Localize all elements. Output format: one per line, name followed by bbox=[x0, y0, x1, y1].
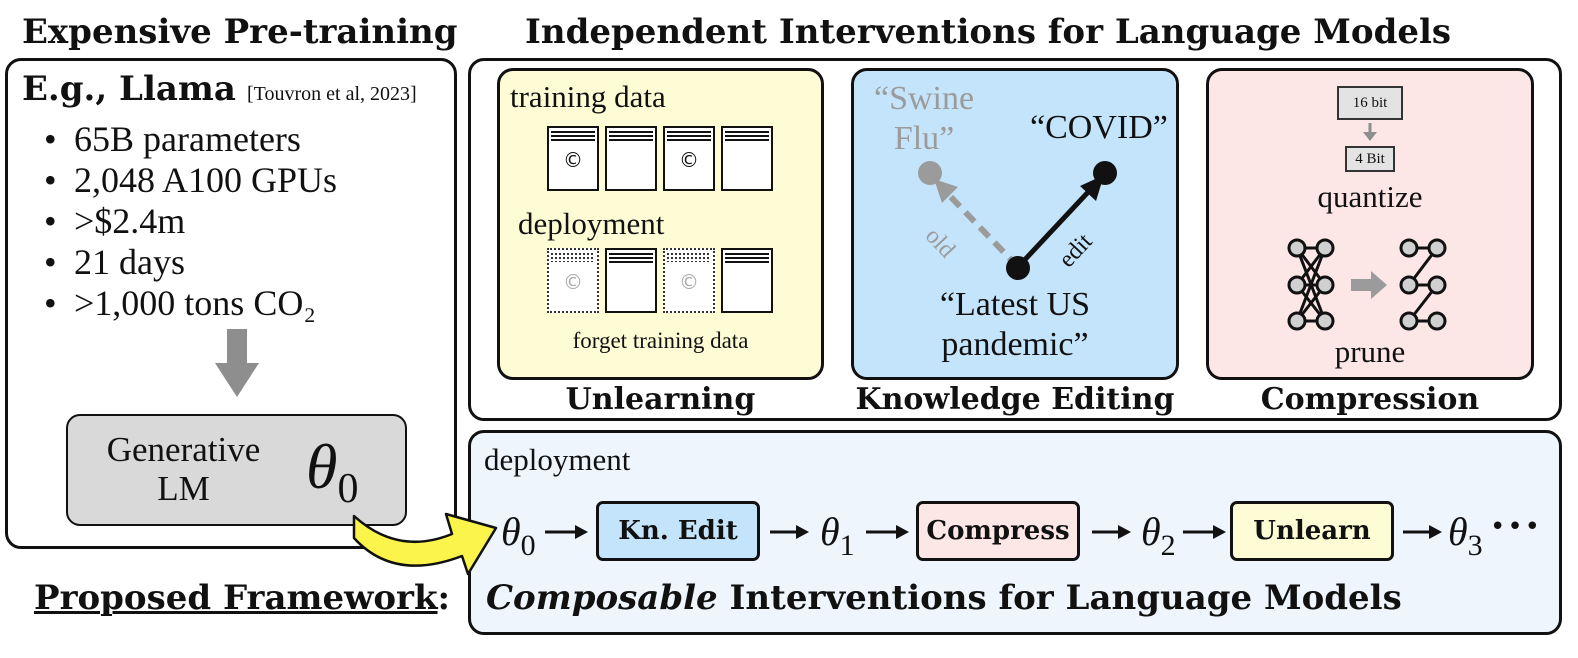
model-label-line2: LM bbox=[157, 469, 210, 508]
arrow-icon bbox=[770, 525, 809, 539]
interventions-box bbox=[468, 58, 1562, 421]
proposed-framework-colon: : bbox=[437, 578, 451, 618]
list-item: >1,000 tons CO₂ bbox=[22, 283, 337, 324]
list-item: 65B parameters bbox=[22, 119, 337, 160]
ellipsis: ••• bbox=[1490, 512, 1543, 542]
curved-yellow-arrow-icon bbox=[352, 512, 498, 576]
new-fact-label: “COVID” bbox=[1030, 109, 1168, 146]
framework-title-italic: Composable bbox=[486, 578, 718, 618]
theta-0: θ0 bbox=[501, 509, 536, 562]
proposed-framework-label: Proposed Framework: bbox=[34, 578, 450, 618]
theta-symbol: θ bbox=[306, 431, 338, 502]
model-label-line1: Generative bbox=[106, 430, 261, 469]
old-fact-line2: Flu” bbox=[893, 120, 955, 157]
prune-label: prune bbox=[1334, 334, 1406, 369]
unlearning-caption: Unlearning bbox=[565, 382, 756, 417]
compress-step: Compress bbox=[916, 501, 1080, 561]
document-icon bbox=[605, 126, 657, 191]
llama-example: E.g., Llama [Touvron et al, 2023] bbox=[22, 69, 417, 109]
unlearn-step: Unlearn bbox=[1230, 501, 1394, 561]
generative-lm-box: Generative LM θ0 bbox=[66, 414, 407, 526]
kn-edit-step: Kn. Edit bbox=[596, 501, 760, 561]
theta-subscript: 0 bbox=[337, 466, 359, 512]
cost-list: 65B parameters 2,048 A100 GPUs >$2.4m 21… bbox=[22, 119, 337, 324]
theta-zero: θ0 bbox=[306, 430, 358, 513]
pretraining-box: E.g., Llama [Touvron et al, 2023] 65B pa… bbox=[5, 58, 457, 549]
edit-vector-diagram bbox=[918, 161, 1117, 280]
new-point bbox=[1093, 161, 1117, 185]
list-item: 2,048 A100 GPUs bbox=[22, 160, 337, 201]
query-line2: pandemic” bbox=[941, 326, 1089, 363]
forgotten-document-icon: © bbox=[663, 248, 715, 313]
theta-3: θ3 bbox=[1448, 509, 1483, 562]
model-label: Generative LM bbox=[86, 430, 281, 508]
framework-deployment-label: deployment bbox=[484, 442, 631, 477]
training-data-label: training data bbox=[510, 79, 666, 114]
prune-network-diagram bbox=[1287, 238, 1447, 331]
editing-panel: “Swine Flu” “COVID” old edit “Latest US … bbox=[851, 68, 1179, 380]
citation: [Touvron et al, 2023] bbox=[247, 83, 417, 105]
example-label: E.g., Llama bbox=[22, 69, 236, 109]
arrow-icon bbox=[1183, 525, 1226, 539]
document-icon bbox=[721, 126, 773, 191]
quantize-arrow-icon bbox=[1363, 123, 1377, 141]
document-icon: © bbox=[663, 126, 715, 191]
old-fact-line1: “Swine bbox=[874, 80, 975, 117]
old-fact-label: “Swine Flu” bbox=[874, 79, 974, 159]
interventions-heading: Independent Interventions for Language M… bbox=[525, 12, 1452, 52]
proposed-framework-text: Proposed Framework bbox=[34, 578, 438, 618]
framework-title: Composable Interventions for Language Mo… bbox=[486, 578, 1402, 618]
query-line1: “Latest US bbox=[939, 286, 1091, 323]
framework-title-rest: Interventions for Language Models bbox=[717, 578, 1402, 618]
unlearning-deployment-label: deployment bbox=[518, 206, 665, 241]
arrow-icon bbox=[866, 525, 909, 539]
quantize-label: quantize bbox=[1317, 179, 1423, 214]
document-icon bbox=[721, 248, 773, 313]
list-item: 21 days bbox=[22, 242, 337, 283]
unlearning-panel: training data © © deployment © © forget … bbox=[497, 68, 824, 380]
document-icon bbox=[605, 248, 657, 313]
document-icon: © bbox=[547, 126, 599, 191]
theta-1: θ1 bbox=[820, 509, 855, 562]
editing-caption: Knowledge Editing bbox=[855, 382, 1175, 417]
sixteen-bit-box: 16 bit bbox=[1337, 86, 1403, 120]
arrow-icon bbox=[1403, 525, 1442, 539]
forget-label: forget training data bbox=[572, 328, 749, 353]
forgotten-document-icon: © bbox=[547, 248, 599, 313]
query-label: “Latest US pandemic” bbox=[854, 285, 1176, 365]
theta-2: θ2 bbox=[1141, 509, 1176, 562]
compression-caption: Compression bbox=[1260, 382, 1480, 417]
four-bit-box: 4 Bit bbox=[1345, 146, 1395, 172]
arrow-icon bbox=[1092, 525, 1131, 539]
query-point bbox=[1006, 256, 1030, 280]
compression-panel: 16 bit 4 Bit quantize prune bbox=[1206, 68, 1534, 380]
arrow-icon bbox=[545, 525, 588, 539]
pretraining-heading: Expensive Pre-training bbox=[22, 12, 458, 52]
down-arrow-icon bbox=[215, 329, 259, 397]
old-point bbox=[918, 161, 942, 185]
list-item: >$2.4m bbox=[22, 201, 337, 242]
